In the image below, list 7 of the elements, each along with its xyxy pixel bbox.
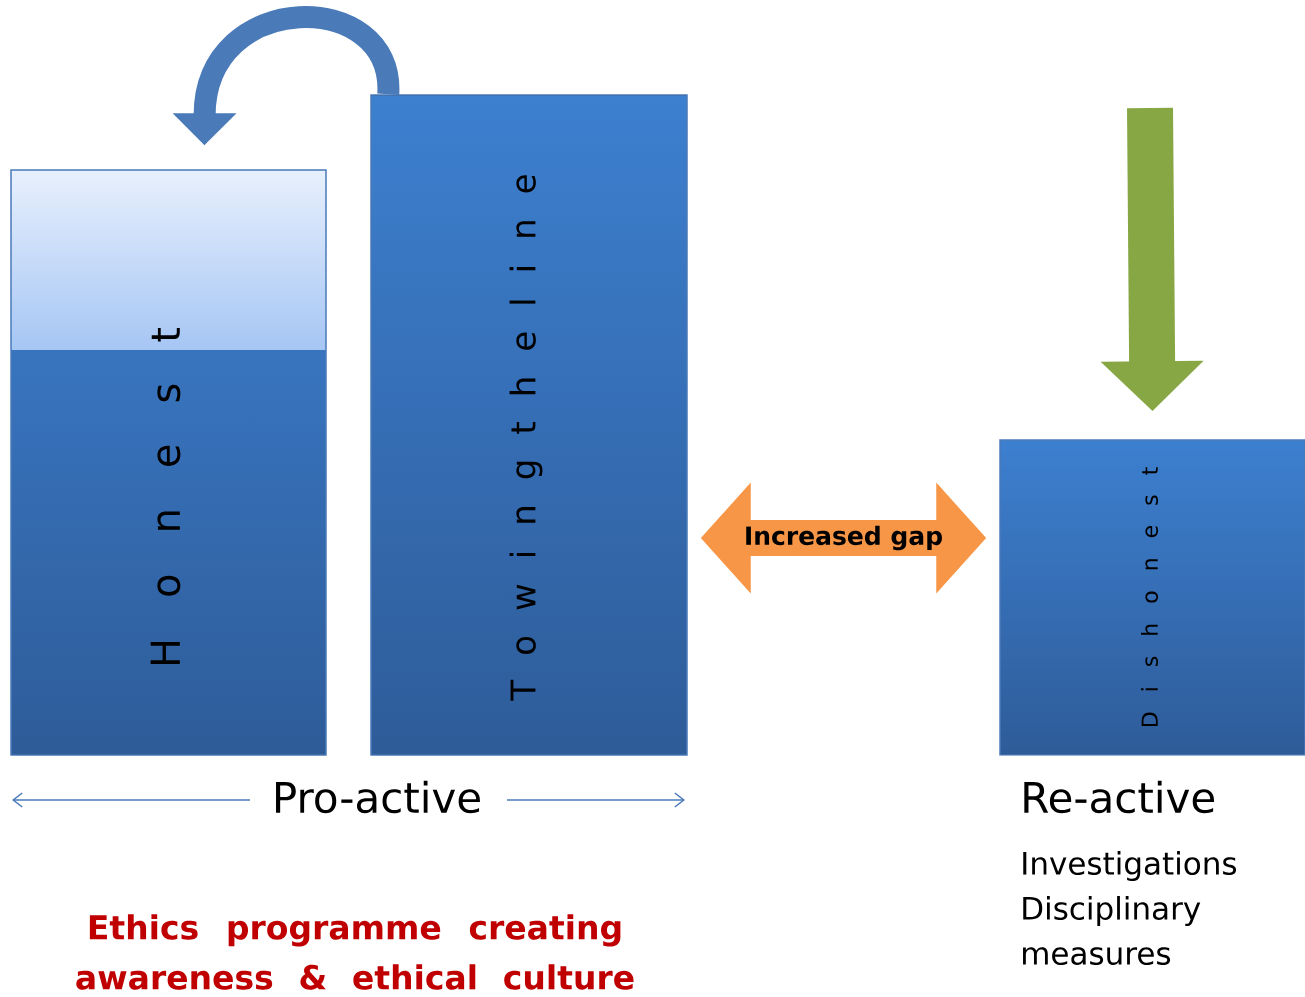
bar: H o n e s t (10, 169, 327, 756)
bar: T o w i n g t h e l i n e (370, 94, 688, 756)
axis-label: Pro-active (276, 780, 480, 814)
caption-text: Ethics programme creating awareness & ethical culture (76, 914, 634, 990)
bar: D i s h o n e s t (999, 439, 1305, 756)
note-text: Investigations Disciplinary measures (1023, 851, 1237, 965)
edge-label: Increased gap (742, 524, 945, 552)
